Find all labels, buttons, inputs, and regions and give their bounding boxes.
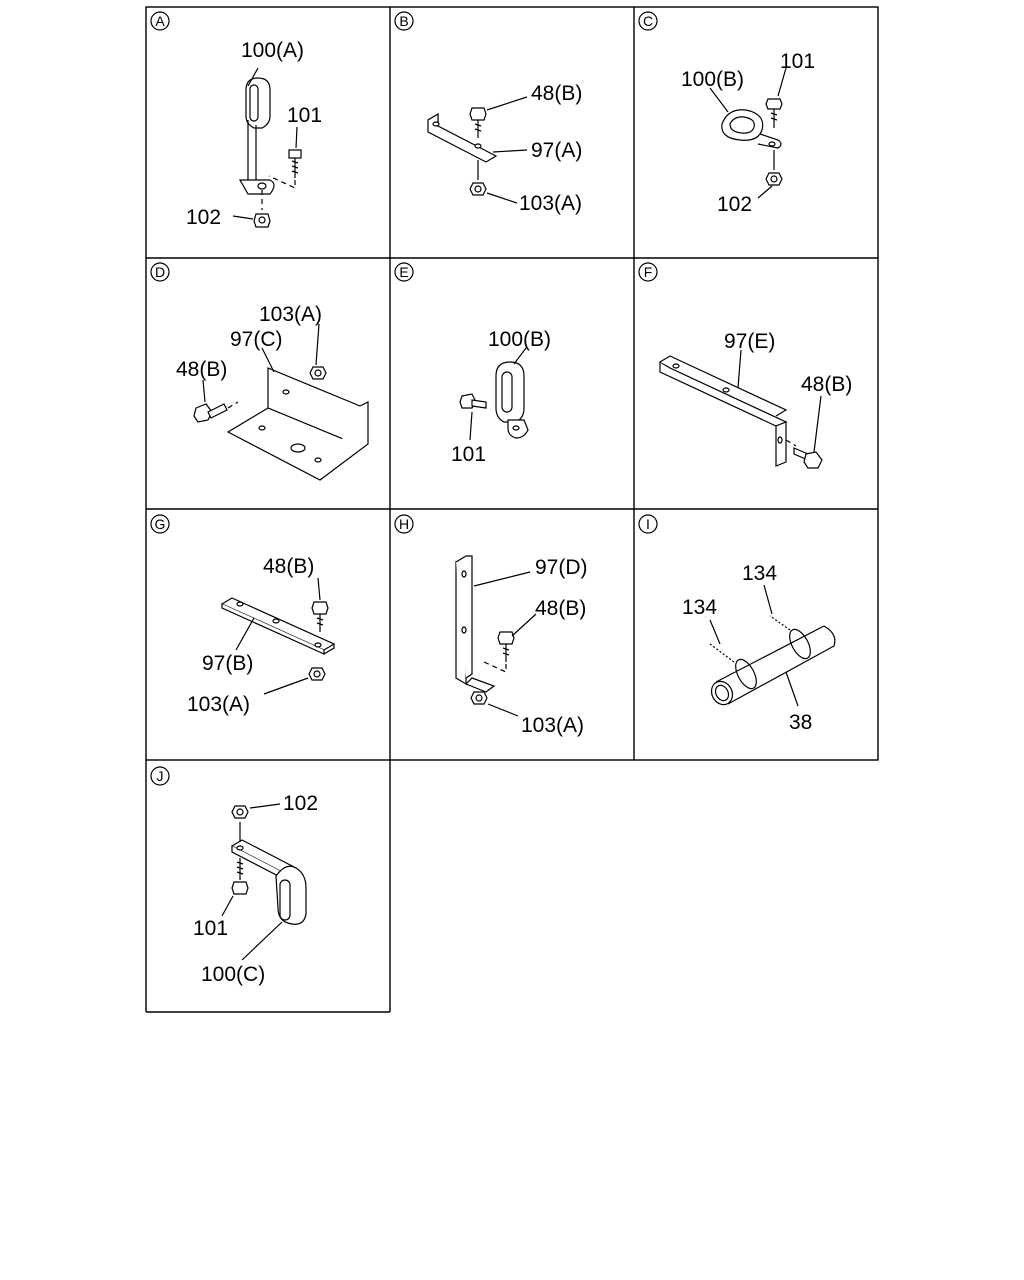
bolt-101 bbox=[765, 98, 783, 128]
bolt-101 bbox=[231, 858, 249, 895]
label-101: 101 bbox=[780, 50, 815, 73]
panel-letter-f: F bbox=[638, 262, 658, 282]
svg-text:H: H bbox=[399, 516, 409, 532]
label-103a: 103(A) bbox=[187, 693, 250, 716]
bracket-97a bbox=[427, 112, 498, 163]
svg-text:I: I bbox=[646, 516, 650, 532]
svg-text:D: D bbox=[155, 264, 165, 280]
panel-i: I 134 134 38 bbox=[638, 514, 836, 734]
panel-letter-j: J bbox=[150, 766, 170, 786]
nut-103a bbox=[470, 691, 488, 705]
label-48b: 48(B) bbox=[176, 358, 227, 381]
label-97d: 97(D) bbox=[535, 556, 588, 579]
nut-103a bbox=[469, 182, 487, 196]
label-103a: 103(A) bbox=[519, 192, 582, 215]
label-48b: 48(B) bbox=[801, 373, 852, 396]
svg-text:E: E bbox=[399, 264, 408, 280]
panel-c: C 100(B) 101 102 bbox=[638, 11, 815, 216]
bolt-101 bbox=[288, 149, 302, 178]
bolt-48b bbox=[311, 601, 329, 632]
bolt-48b bbox=[497, 631, 515, 662]
label-48b: 48(B) bbox=[263, 555, 314, 578]
bracket-97c bbox=[226, 367, 369, 481]
label-134-left: 134 bbox=[682, 596, 717, 619]
tie-134-right bbox=[769, 615, 811, 660]
clamp-100b bbox=[721, 109, 782, 149]
tie-134-left bbox=[709, 643, 757, 690]
label-102: 102 bbox=[186, 206, 221, 229]
label-103a: 103(A) bbox=[521, 714, 584, 737]
label-100b: 100(B) bbox=[681, 68, 744, 91]
label-97c: 97(C) bbox=[230, 328, 283, 351]
panel-a: A 100(A) 101 102 bbox=[150, 11, 322, 229]
clamp-100b bbox=[495, 361, 529, 439]
nut-103a bbox=[308, 667, 326, 681]
nut-102 bbox=[765, 172, 783, 186]
label-134-right: 134 bbox=[742, 562, 777, 585]
clamp-100c bbox=[230, 839, 307, 925]
bolt-101 bbox=[459, 393, 487, 409]
panel-letter-e: E bbox=[394, 262, 414, 282]
panel-g: G 48(B) 97(B) 103(A) bbox=[150, 514, 336, 716]
bolt-48b bbox=[193, 403, 228, 423]
panel-letter-d: D bbox=[150, 262, 170, 282]
label-48b: 48(B) bbox=[535, 597, 586, 620]
label-101: 101 bbox=[287, 104, 322, 127]
label-97b: 97(B) bbox=[202, 652, 253, 675]
svg-text:J: J bbox=[157, 768, 164, 784]
panel-h: H 97(D) 48(B) 103(A) bbox=[394, 514, 588, 737]
panel-f: F 97(E) 48(B) bbox=[638, 262, 852, 469]
svg-text:C: C bbox=[643, 13, 653, 29]
label-100a: 100(A) bbox=[241, 39, 304, 62]
nut-102 bbox=[231, 805, 249, 819]
panel-j: J 102 101 100(C) bbox=[150, 766, 318, 986]
panel-letter-c: C bbox=[638, 11, 658, 31]
label-38: 38 bbox=[789, 711, 812, 734]
pipe-38 bbox=[710, 625, 836, 706]
label-100b: 100(B) bbox=[488, 328, 551, 351]
label-102: 102 bbox=[283, 792, 318, 815]
panel-d: D 103(A) 97(C) 48(B) bbox=[150, 262, 369, 481]
panel-e: E 100(B) 101 bbox=[394, 262, 551, 466]
label-97a: 97(A) bbox=[531, 139, 582, 162]
grid-frame bbox=[145, 6, 879, 1013]
bracket-97e bbox=[659, 355, 788, 467]
clamp-100a bbox=[238, 77, 275, 195]
label-101: 101 bbox=[451, 443, 486, 466]
label-102: 102 bbox=[717, 193, 752, 216]
nut-103a bbox=[309, 366, 327, 380]
panel-letter-g: G bbox=[150, 514, 170, 534]
bolt-48b bbox=[793, 447, 823, 469]
panel-letter-i: I bbox=[638, 514, 658, 534]
panel-letter-a: A bbox=[150, 11, 170, 31]
bolt-48b bbox=[469, 107, 487, 138]
svg-text:F: F bbox=[644, 264, 653, 280]
panel-b: B 48(B) 97(A) 103(A) bbox=[394, 11, 582, 215]
label-48b: 48(B) bbox=[531, 82, 582, 105]
bracket-97b bbox=[220, 597, 336, 655]
label-103a: 103(A) bbox=[259, 303, 322, 326]
svg-text:B: B bbox=[399, 13, 408, 29]
panel-letter-b: B bbox=[394, 11, 414, 31]
panel-letter-h: H bbox=[394, 514, 414, 534]
label-100c: 100(C) bbox=[201, 963, 265, 986]
svg-text:A: A bbox=[155, 13, 165, 29]
svg-text:G: G bbox=[155, 516, 166, 532]
nut-102 bbox=[253, 213, 271, 228]
bracket-97d bbox=[455, 555, 496, 693]
label-97e: 97(E) bbox=[724, 330, 775, 353]
label-101: 101 bbox=[193, 917, 228, 940]
